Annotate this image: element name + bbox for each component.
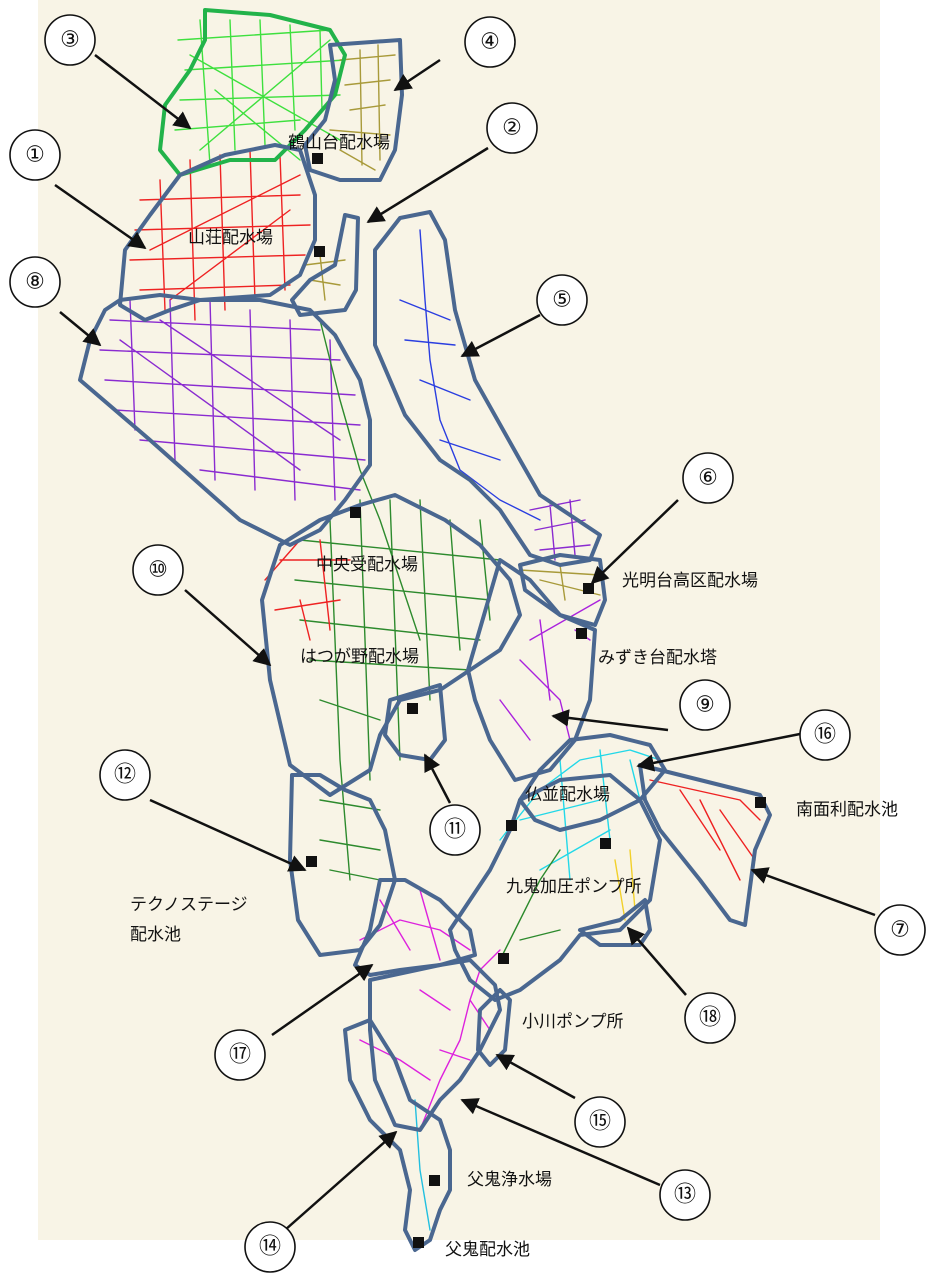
svg-text:⑫: ⑫ — [114, 763, 136, 788]
svg-text:⑪: ⑪ — [444, 818, 466, 843]
pipe-network-kuki — [499, 849, 561, 961]
pipe-network-zone2 — [304, 254, 346, 301]
pipe-network-zone16 — [499, 749, 661, 881]
zone-number-15: ⑮ — [574, 1096, 626, 1148]
zone12-boundary — [288, 773, 397, 957]
map-background — [38, 0, 880, 1240]
svg-text:⑦: ⑦ — [890, 918, 910, 943]
label-kuki: 九鬼加圧ポンプ所 — [506, 877, 642, 897]
facility-marker-komyodai — [583, 583, 594, 594]
label-sanso: 山荘配水場 — [188, 228, 273, 248]
pipe-network-zone14 — [414, 1099, 431, 1231]
label-butsunami: 仏並配水場 — [525, 785, 610, 805]
zone15-boundary — [476, 988, 512, 1067]
zone18-boundary — [578, 898, 652, 947]
pipe-network-zone4 — [329, 44, 396, 171]
zone3-boundary — [158, 8, 347, 177]
svg-text:③: ③ — [60, 28, 80, 53]
zone-number-10: ⑩ — [132, 544, 184, 596]
facility-marker-chichioni-pool — [413, 1237, 424, 1248]
pipe-network-zone3 — [174, 19, 346, 166]
pipe-network-zone1 — [129, 149, 311, 321]
svg-text:⑰: ⑰ — [229, 1043, 251, 1068]
label-mizukidai: みずき台配水塔 — [598, 648, 717, 668]
zone13-boundary — [368, 958, 502, 1132]
zone-number-13: ⑬ — [659, 1169, 711, 1221]
facility-marker-chuo — [350, 507, 361, 518]
zone-number-18: ⑱ — [684, 992, 736, 1044]
zone-number-7: ⑦ — [874, 904, 926, 956]
label-chuo: 中央受配水場 — [316, 555, 418, 575]
svg-text:⑯: ⑯ — [814, 723, 836, 748]
facility-marker-butsunami — [506, 820, 517, 831]
facility-marker-technostage — [306, 856, 317, 867]
label-chichioni-pool: 父鬼配水池 — [445, 1240, 530, 1260]
zone-butsunami-boundary — [448, 773, 662, 1002]
svg-text:⑥: ⑥ — [698, 466, 718, 491]
svg-text:⑧: ⑧ — [25, 270, 45, 295]
zone6-boundary — [518, 553, 607, 627]
pipe-network-chuo-red — [264, 539, 351, 641]
label-chichioni-plant: 父鬼浄水場 — [467, 1170, 552, 1190]
svg-text:⑬: ⑬ — [674, 1183, 696, 1208]
pipe-network-zone13 — [359, 949, 501, 1131]
zone-number-4: ④ — [464, 16, 516, 68]
svg-text:④: ④ — [480, 30, 500, 55]
zone-number-1: ① — [9, 129, 61, 181]
svg-text:⑱: ⑱ — [699, 1006, 721, 1031]
zone-number-2: ② — [486, 102, 538, 154]
zone7-boundary — [638, 763, 772, 927]
svg-text:⑤: ⑤ — [552, 288, 572, 313]
pipe-network-zone5 — [399, 229, 541, 521]
label-komyodai: 光明台高区配水場 — [622, 571, 758, 591]
facility-marker-minamimenri — [755, 797, 766, 808]
zone-number-6: ⑥ — [682, 452, 734, 504]
pipe-network-zone9 — [499, 599, 601, 741]
svg-text:②: ② — [502, 116, 522, 141]
label-ogawa: 小川ポンプ所 — [522, 1012, 624, 1032]
zone-number-12: ⑫ — [99, 749, 151, 801]
pipe-network-zone7 — [649, 779, 761, 881]
zone-arrows — [54, 54, 876, 1231]
svg-text:⑩: ⑩ — [148, 558, 168, 583]
svg-text:⑨: ⑨ — [695, 693, 715, 718]
label-minamimenri: 南面利配水池 — [796, 800, 898, 820]
zone-number-3: ③ — [44, 14, 96, 66]
pipe-network-central — [294, 319, 501, 881]
zone-number-8: ⑧ — [9, 256, 61, 308]
facility-marker-tsuruyamadai — [312, 153, 323, 164]
zone-number-14: ⑭ — [244, 1221, 296, 1273]
zone16-boundary — [518, 733, 667, 832]
zone-number-16: ⑯ — [799, 709, 851, 761]
zone-number-5: ⑤ — [536, 274, 588, 326]
facility-marker-hatsugano — [407, 703, 418, 714]
zone-number-11: ⑪ — [429, 804, 481, 856]
zone8-boundary — [78, 293, 372, 547]
svg-text:⑮: ⑮ — [589, 1110, 611, 1135]
pipe-network-zone18 — [614, 849, 636, 921]
facility-marker-mizukidai — [576, 628, 587, 639]
label-hatsugano: はつが野配水場 — [300, 647, 419, 667]
facility-marker-chichioni-plant — [429, 1175, 440, 1186]
svg-text:①: ① — [25, 143, 45, 168]
zone-number-17: ⑰ — [214, 1029, 266, 1081]
facility-marker-kuki — [600, 838, 611, 849]
label-technostage-1: テクノステージ — [130, 895, 248, 915]
zone5-boundary — [373, 210, 602, 567]
label-tsuruyamadai: 鶴山台配水場 — [288, 133, 390, 153]
svg-text:⑭: ⑭ — [259, 1235, 281, 1260]
pipe-network-zone8 — [99, 299, 366, 501]
label-technostage-2: 配水池 — [130, 925, 181, 945]
facility-marker-sanso — [314, 246, 325, 257]
zone-number-9: ⑨ — [679, 679, 731, 731]
facility-marker-ogawa — [498, 953, 509, 964]
zone9-boundary — [466, 558, 597, 782]
